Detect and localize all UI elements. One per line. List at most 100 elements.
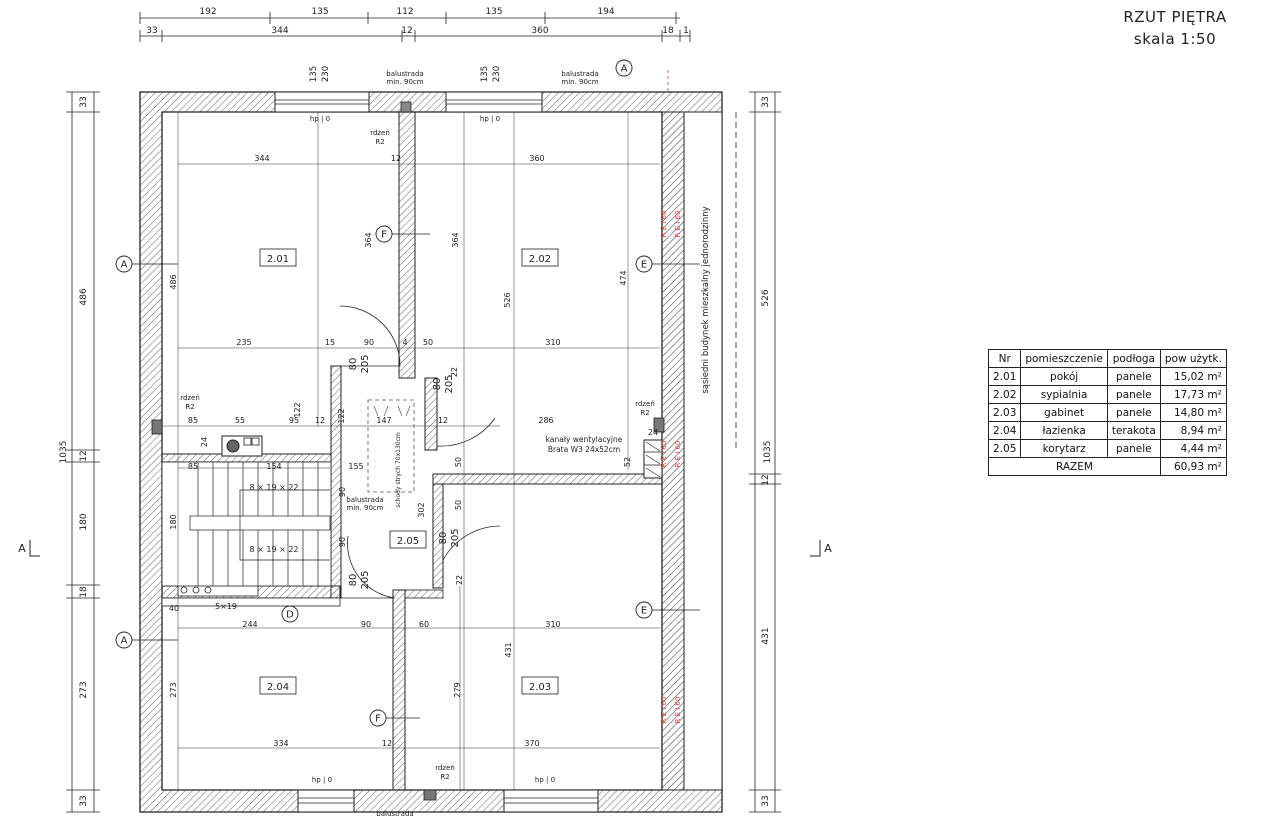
wall-mid-horizontal (432, 473, 663, 485)
dimension-label: 154 (266, 462, 281, 471)
cell-area: 8,94 m² (1159, 421, 1227, 440)
dimension-label: 50 (454, 500, 463, 510)
window-bottom-right (503, 789, 599, 813)
dimension-label: 50 (454, 457, 463, 467)
dimension-label: 33 (761, 795, 771, 806)
table-total-row: RAZEM 60,93 m² (988, 457, 1227, 476)
table-row: 2.04 łazienka terakota 8,94 m² (987, 421, 1227, 440)
tag-letter: A (621, 64, 628, 75)
balustrade-note: min. 90cm (561, 78, 598, 86)
dimension-label: 230 (321, 66, 331, 82)
title-line: RZUT PIĘTRA (1123, 8, 1227, 26)
dimension-label: 12 (391, 154, 401, 163)
stair-label: 8 × 19 × 22 (249, 483, 298, 492)
dimension-label: 90 (361, 620, 371, 629)
dimension-label: 18 (79, 586, 89, 598)
dimension-label: 22 (455, 575, 464, 585)
cell-area: 14,80 m² (1159, 403, 1227, 422)
core-note: rdzeń (435, 764, 455, 772)
header-room: pomieszczenie (1020, 349, 1108, 368)
hp-note: hp | 0 (310, 115, 330, 123)
dimension-label: 55 (235, 416, 245, 425)
cell-nr: 2.03 (987, 403, 1022, 422)
dimension-label: 180 (79, 513, 89, 530)
table-row: 2.02 sypialnia panele 17,73 m² (987, 385, 1227, 404)
window-bottom-left (297, 789, 355, 813)
window-top-right (445, 91, 543, 113)
fire-rating: R E I 60 (660, 441, 668, 468)
door-height-label: 205 (360, 354, 371, 373)
door-swing (442, 494, 501, 562)
dimension-label: 286 (538, 416, 553, 425)
hp-note: hp | 0 (480, 115, 500, 123)
dimension-label: 50 (423, 338, 433, 347)
interior-dimension-lines (66, 12, 781, 813)
dimension-label: 344 (271, 26, 288, 36)
dimension-label: 526 (761, 289, 771, 306)
cell-room: pokój (1020, 367, 1108, 386)
cell-area: 17,73 m² (1159, 385, 1227, 404)
balustrade-note: balustrada (346, 496, 383, 504)
core-left (151, 419, 163, 435)
dimension-label: 334 (273, 739, 288, 748)
room-label-box (521, 248, 559, 267)
dimension-label: 33 (79, 96, 89, 107)
table-row: 2.05 korytarz panele 4,44 m² (987, 439, 1227, 458)
dimension-label: 230 (492, 66, 502, 82)
dimension-label: 122 (337, 408, 346, 423)
cell-area: 4,44 m² (1159, 439, 1227, 458)
wall-vertical-lower (392, 589, 406, 791)
dimension-label: 33 (761, 96, 771, 107)
section-marker-line (29, 540, 40, 557)
core-note: rdzeń (635, 400, 655, 408)
core-note: rdzeń (370, 129, 390, 137)
dimension-label: 364 (451, 232, 460, 247)
section-tag (615, 59, 633, 77)
dimension-label: 12 (761, 474, 771, 485)
cell-floor: panele (1106, 403, 1161, 422)
dimension-label: 370 (524, 739, 539, 748)
attic-hatch (367, 399, 415, 493)
room-label-box (259, 248, 297, 267)
dimension-label: 1035 (59, 441, 69, 464)
hp-note: hp | 0 (312, 776, 332, 784)
hp-note: hp | 0 (535, 776, 555, 784)
dimension-label: 135 (309, 66, 319, 82)
room-schedule-table: Nr pomieszczenie podłoga pow użytk. 2.01… (987, 349, 1227, 476)
dimension-label: 486 (169, 274, 178, 289)
dimension-label: 90 (338, 487, 347, 497)
cell-floor: panele (1106, 385, 1161, 404)
fire-rating: R E I 60 (674, 441, 682, 468)
dimension-label: 4 (402, 338, 407, 347)
dimension-label: 279 (453, 682, 462, 697)
dimension-label: 360 (531, 26, 548, 36)
cell-area: 15,02 m² (1159, 367, 1227, 386)
dimension-label: 155 (348, 462, 363, 471)
wall-stair-right (330, 365, 342, 599)
dimension-label: 12 (79, 450, 89, 461)
door-swing (340, 535, 396, 599)
balustrade-note: min. 90cm (346, 504, 383, 512)
cell-floor: panele (1106, 439, 1161, 458)
tag-letter: D (286, 610, 294, 621)
dimension-label: 12 (438, 416, 448, 425)
cell-room: łazienka (1020, 421, 1108, 440)
room-number: 2.03 (529, 682, 551, 693)
door-width-label: 80 (438, 532, 449, 545)
dimension-label: 24 (200, 437, 209, 447)
wall-lower-stub (404, 589, 444, 599)
balustrade-note: balustrada (561, 70, 598, 78)
hatch-note: schody strych 70x130cm (395, 432, 402, 508)
dimension-label: 18 (662, 26, 674, 36)
dimension-label: 24 (648, 428, 658, 437)
header-area: pow użytk. (1159, 349, 1227, 368)
dimension-label: 147 (376, 416, 391, 425)
scale-line: skala 1:50 (1133, 30, 1217, 48)
room-label-box (521, 676, 559, 695)
dimension-label: 90 (338, 537, 347, 547)
fire-rating: R E I 60 (674, 211, 682, 238)
core-note: R2 (440, 773, 449, 781)
balustrade-note: min. 90cm (386, 78, 423, 86)
